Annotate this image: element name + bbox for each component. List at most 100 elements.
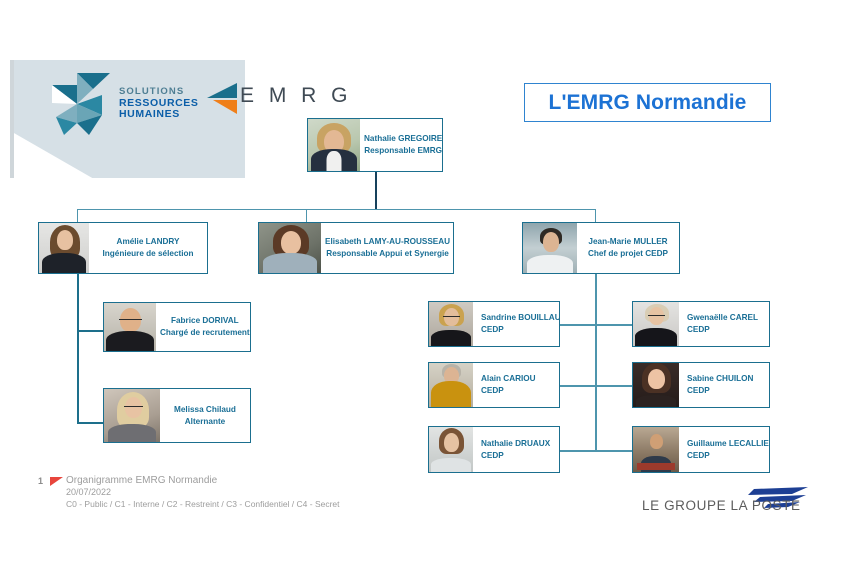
portrait-image bbox=[308, 119, 360, 171]
connector-lead-down bbox=[375, 171, 377, 209]
la-poste-bird-icon bbox=[748, 487, 808, 508]
background-left-edge bbox=[10, 60, 14, 178]
org-card-text: Sandrine BOUILLAULT CEDP bbox=[473, 302, 559, 346]
avatar bbox=[259, 223, 321, 273]
srh-line-2: RESSOURCES bbox=[119, 96, 199, 109]
connector-branch-chilaud bbox=[77, 422, 105, 424]
person-name: Elisabeth LAMY-AU-ROUSSEAU bbox=[325, 237, 451, 247]
person-role: CEDP bbox=[687, 386, 710, 395]
page-title: L'EMRG Normandie bbox=[524, 83, 771, 122]
org-card-manager-2[interactable]: Jean-Marie MULLER Chef de projet CEDP bbox=[522, 222, 680, 274]
avatar bbox=[633, 363, 679, 407]
portrait-image bbox=[104, 389, 160, 442]
connector-drop-landry bbox=[77, 209, 79, 223]
org-card-lead[interactable]: Nathalie GREGOIRE Responsable EMRG bbox=[307, 118, 443, 172]
connector-branch-druaux bbox=[560, 450, 596, 452]
person-name: Sabine CHUILON bbox=[687, 374, 754, 384]
footer-classification: C0 - Public / C1 - Interne / C2 - Restre… bbox=[66, 499, 340, 510]
connector-landry-trunk bbox=[77, 272, 79, 424]
org-card-text: Guillaume LECALLIER CEDP bbox=[679, 427, 770, 472]
org-card-text: Amélie LANDRY Ingénieure de sélection bbox=[89, 223, 207, 273]
org-card-text: Sabine CHUILON CEDP bbox=[679, 363, 769, 407]
portrait-image bbox=[104, 303, 156, 351]
org-card-text: Fabrice DORIVAL Chargé de recrutement bbox=[156, 303, 250, 351]
connector-branch-carel bbox=[595, 324, 632, 326]
org-card-cedp-right-0[interactable]: Gwenaëlle CAREL CEDP bbox=[632, 301, 770, 347]
connector-branch-cariou bbox=[560, 385, 596, 387]
avatar bbox=[39, 223, 89, 273]
org-card-cedp-left-1[interactable]: Alain CARIOU CEDP bbox=[428, 362, 560, 408]
avatar bbox=[523, 223, 577, 273]
person-name: Jean-Marie MULLER bbox=[588, 237, 668, 247]
portrait-image bbox=[633, 427, 679, 472]
portrait-image bbox=[429, 427, 473, 472]
org-card-recruitment-1[interactable]: Melissa Chilaud Alternante bbox=[103, 388, 251, 443]
solutions-rh-pinwheel-logo bbox=[44, 73, 110, 135]
emrg-triangle-logo bbox=[207, 83, 310, 114]
person-role: CEDP bbox=[481, 450, 504, 460]
avatar bbox=[104, 389, 160, 442]
footer-date: 20/07/2022 bbox=[66, 487, 112, 498]
org-card-cedp-right-2[interactable]: Guillaume LECALLIER CEDP bbox=[632, 426, 770, 473]
la-poste-logo: LE GROUPE LA POSTE bbox=[642, 487, 812, 517]
person-name: Gwenaëlle CAREL bbox=[687, 313, 758, 323]
connector-branch-chuilon bbox=[595, 385, 632, 387]
portrait-image bbox=[39, 223, 89, 273]
footer-text: Organigramme EMRG Normandie 20/07/2022 C… bbox=[66, 474, 340, 510]
avatar bbox=[429, 427, 473, 472]
person-role: Ingénieure de sélection bbox=[102, 249, 194, 258]
person-role: Chef de projet CEDP bbox=[587, 249, 669, 258]
avatar bbox=[104, 303, 156, 351]
person-name: Guillaume LECALLIER bbox=[687, 438, 770, 448]
portrait-image bbox=[633, 302, 679, 346]
footer-document-title: Organigramme EMRG Normandie bbox=[66, 475, 218, 486]
avatar bbox=[429, 363, 473, 407]
person-name: Fabrice DORIVAL bbox=[171, 316, 239, 326]
srh-line-1: SOLUTIONS bbox=[119, 86, 185, 97]
org-card-manager-0[interactable]: Amélie LANDRY Ingénieure de sélection bbox=[38, 222, 208, 274]
footer-triangle-icon bbox=[50, 477, 63, 486]
connector-drop-muller bbox=[595, 209, 597, 223]
person-name: Nathalie GREGOIRE bbox=[364, 134, 443, 144]
person-name: Melissa Chilaud bbox=[174, 404, 236, 414]
org-card-recruitment-0[interactable]: Fabrice DORIVAL Chargé de recrutement bbox=[103, 302, 251, 352]
connector-muller-trunk bbox=[595, 272, 597, 452]
person-role: CEDP bbox=[481, 386, 504, 395]
page-number: 1 bbox=[38, 476, 44, 486]
person-role: CEDP bbox=[687, 450, 710, 460]
portrait-image bbox=[429, 302, 473, 346]
avatar bbox=[633, 427, 679, 472]
org-card-text: Elisabeth LAMY-AU-ROUSSEAU Responsable A… bbox=[321, 223, 453, 273]
connector-main-bus bbox=[77, 209, 596, 211]
org-card-text: Nathalie DRUAUX CEDP bbox=[473, 427, 559, 472]
connector-branch-lecallier bbox=[595, 450, 632, 452]
person-role: CEDP bbox=[687, 325, 710, 334]
connector-branch-dorival bbox=[77, 330, 105, 332]
org-card-cedp-right-1[interactable]: Sabine CHUILON CEDP bbox=[632, 362, 770, 408]
person-name: Nathalie DRUAUX bbox=[481, 438, 551, 448]
avatar bbox=[633, 302, 679, 346]
org-card-manager-1[interactable]: Elisabeth LAMY-AU-ROUSSEAU Responsable A… bbox=[258, 222, 454, 274]
person-role: Alternante bbox=[184, 416, 226, 426]
portrait-image bbox=[429, 363, 473, 407]
person-role: CEDP bbox=[481, 325, 504, 334]
la-poste-wordmark: LE GROUPE LA POSTE bbox=[642, 498, 801, 513]
portrait-image bbox=[523, 223, 577, 273]
srh-line-3: HUMAINES bbox=[119, 108, 180, 121]
person-role: Responsable Appui et Synergie bbox=[326, 249, 449, 258]
person-name: Alain CARIOU bbox=[481, 374, 536, 384]
org-card-text: Nathalie GREGOIRE Responsable EMRG bbox=[360, 119, 443, 171]
portrait-image bbox=[259, 223, 321, 273]
page-title-text: L'EMRG Normandie bbox=[548, 90, 747, 114]
person-name: Amélie LANDRY bbox=[116, 237, 180, 247]
org-card-cedp-left-2[interactable]: Nathalie DRUAUX CEDP bbox=[428, 426, 560, 473]
org-card-text: Gwenaëlle CAREL CEDP bbox=[679, 302, 769, 346]
avatar bbox=[429, 302, 473, 346]
person-role: Chargé de recrutement bbox=[160, 328, 250, 337]
connector-branch-bouillault bbox=[560, 324, 596, 326]
portrait-image bbox=[633, 363, 679, 407]
connector-drop-lamy bbox=[306, 209, 308, 223]
emrg-wordmark: E M R G bbox=[240, 84, 353, 107]
org-card-cedp-left-0[interactable]: Sandrine BOUILLAULT CEDP bbox=[428, 301, 560, 347]
